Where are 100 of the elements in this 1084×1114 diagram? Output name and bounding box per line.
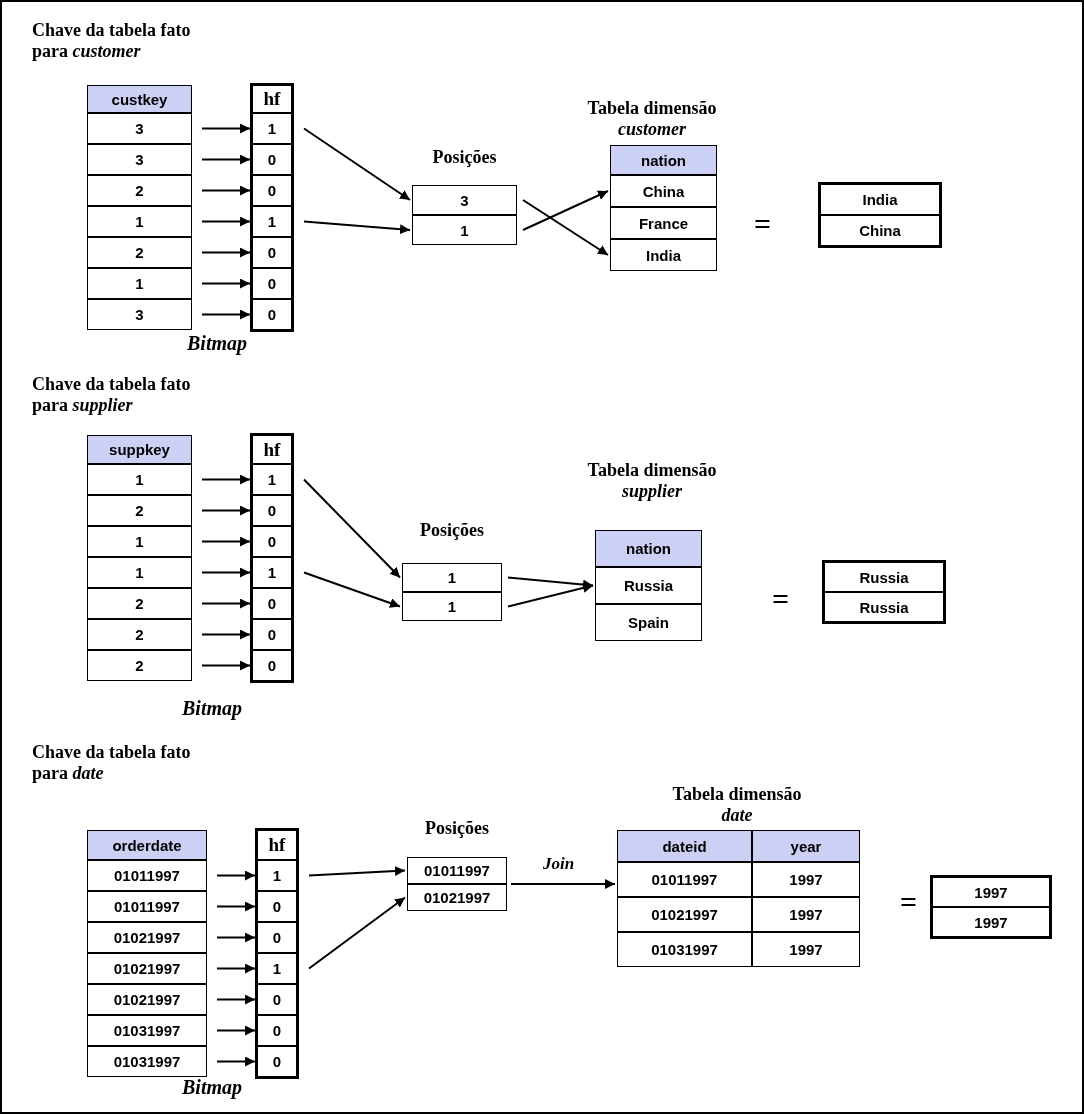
table-value: 1997 [752, 862, 860, 897]
table-heading: Tabela dimensão customer [586, 98, 718, 140]
equals-sign: = [772, 582, 790, 616]
column-header: nation [610, 145, 717, 175]
arrow [201, 629, 251, 640]
arrow [216, 932, 256, 943]
column-header: orderdate [87, 830, 207, 860]
table-value: 0 [252, 495, 292, 526]
table-value: 01011997 [87, 860, 207, 891]
arrow [303, 220, 411, 235]
arrow [201, 660, 251, 671]
table-outline [820, 184, 940, 246]
arrow [201, 536, 251, 547]
table-value: 1 [252, 206, 292, 237]
table-value: 1 [402, 563, 502, 592]
table-value: 01021997 [87, 953, 207, 984]
equals-sign: = [900, 885, 918, 919]
arrow [201, 474, 251, 485]
table-value: 01031997 [617, 932, 752, 967]
table-value: 2 [87, 588, 192, 619]
table-value: 1 [87, 268, 192, 299]
table-value: 2 [87, 237, 192, 268]
table-value: 0 [252, 268, 292, 299]
table-value: 01011997 [617, 862, 752, 897]
table-value: 2 [87, 175, 192, 206]
table-value: 01011997 [407, 857, 507, 884]
table-value: France [610, 207, 717, 239]
table-value: 01021997 [617, 897, 752, 932]
table-value: 01021997 [87, 984, 207, 1015]
table-value: Spain [595, 604, 702, 641]
arrow [201, 309, 251, 320]
table-caption: Bitmap [182, 1076, 242, 1099]
table-value: 0 [257, 984, 297, 1015]
table-value: 0 [252, 588, 292, 619]
table-value: 0 [252, 619, 292, 650]
table-heading: Tabela dimensão date [671, 784, 803, 826]
table-value: 0 [257, 1015, 297, 1046]
table-value: 2 [87, 619, 192, 650]
arrow [201, 505, 251, 516]
table-value: 0 [257, 1046, 297, 1077]
table-value: India [610, 239, 717, 271]
arrow [522, 199, 609, 256]
table-value: 0 [252, 144, 292, 175]
table-heading: Chave da tabela fato para customer [32, 20, 192, 62]
table-value: Russia [824, 592, 944, 622]
column-header: year [752, 830, 860, 862]
table-value: 3 [87, 299, 192, 330]
table-value: 0 [252, 237, 292, 268]
arrow [507, 583, 594, 608]
table-value: China [610, 175, 717, 207]
arrow [201, 278, 251, 289]
column-header: hf [257, 830, 297, 860]
table-value: 0 [252, 526, 292, 557]
table-value: Russia [595, 567, 702, 604]
arrow [201, 598, 251, 609]
table-value: 1 [87, 206, 192, 237]
table-value: 0 [252, 175, 292, 206]
equals-sign: = [754, 207, 772, 241]
table-heading: Posições [424, 818, 490, 839]
table-value: 1997 [932, 907, 1050, 937]
arrow [308, 866, 406, 877]
column-header: hf [252, 85, 292, 113]
table-value: India [820, 184, 940, 215]
table-value: 1 [402, 592, 502, 621]
arrow [216, 994, 256, 1005]
table-value: 1 [87, 464, 192, 495]
table-value: 01031997 [87, 1046, 207, 1077]
arrow [201, 154, 251, 165]
arrow [201, 567, 251, 578]
arrow [201, 216, 251, 227]
table-value: 0 [257, 891, 297, 922]
table-value: 01011997 [87, 891, 207, 922]
table-value: 0 [257, 922, 297, 953]
table-value: 1997 [932, 877, 1050, 907]
arrow [303, 478, 401, 579]
table-value: 1997 [752, 932, 860, 967]
table-value: 3 [87, 144, 192, 175]
arrow [216, 870, 256, 881]
arrow [201, 185, 251, 196]
arrow [510, 879, 616, 889]
arrow [308, 896, 406, 970]
table-value: 01031997 [87, 1015, 207, 1046]
table-value: 1 [87, 526, 192, 557]
table-heading: Tabela dimensão supplier [586, 460, 718, 502]
table-value: 1 [257, 953, 297, 984]
table-outline [932, 877, 1050, 937]
table-heading: Chave da tabela fato para supplier [32, 374, 192, 416]
table-value: 1 [252, 464, 292, 495]
column-header: nation [595, 530, 702, 567]
arrow [201, 247, 251, 258]
table-value: 01021997 [87, 922, 207, 953]
arrow [216, 901, 256, 912]
table-value: Russia [824, 562, 944, 592]
table-heading: Posições [431, 147, 498, 168]
table-value: 3 [412, 185, 517, 215]
arrow [303, 571, 401, 608]
arrow [216, 1025, 256, 1036]
column-header: dateid [617, 830, 752, 862]
table-value: 2 [87, 495, 192, 526]
table-outline [257, 830, 297, 1077]
